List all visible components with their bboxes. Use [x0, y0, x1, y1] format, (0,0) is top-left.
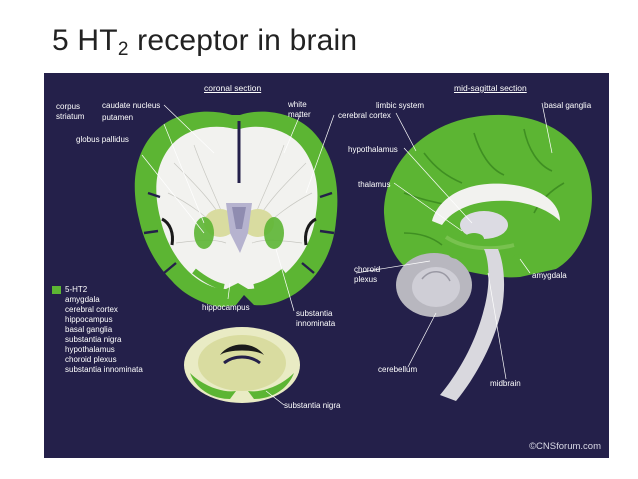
label-white-matter-1: white	[288, 100, 307, 109]
brain-diagram: coronal section mid-sagittal section cor…	[44, 73, 609, 458]
legend-key: 5-HT2	[52, 285, 143, 295]
label-substantia-innominata-2: innominata	[296, 319, 335, 328]
label-corpus: corpus	[56, 102, 80, 111]
label-limbic-system: limbic system	[376, 101, 424, 110]
coronal-section-drawing	[135, 112, 338, 307]
midbrain-section-drawing	[184, 327, 300, 403]
coronal-section-heading: coronal section	[204, 83, 261, 93]
sagittal-hypothalamus	[464, 233, 484, 245]
legend-item: hypothalamus	[65, 345, 143, 355]
label-hippocampus: hippocampus	[202, 303, 250, 312]
slide-title: 5 HT2 receptor in brain	[52, 24, 357, 61]
legend-item: substantia innominata	[65, 365, 143, 375]
label-amygdala: amygdala	[532, 271, 567, 280]
copyright-notice: ©CNSforum.com	[529, 441, 601, 452]
legend-swatch	[52, 286, 61, 294]
legend-item: amygdala	[65, 295, 143, 305]
label-hypothalamus: hypothalamus	[348, 145, 398, 154]
label-caudate-nucleus: caudate nucleus	[102, 101, 160, 110]
label-white-matter-2: matter	[288, 110, 311, 119]
legend-item: hippocampus	[65, 315, 143, 325]
label-choroid-1: choroid	[354, 265, 380, 274]
label-midbrain: midbrain	[490, 379, 521, 388]
label-choroid-2: plexus	[354, 275, 377, 284]
legend-item: cerebral cortex	[65, 305, 143, 315]
label-substantia-innominata-1: substantia	[296, 309, 332, 318]
sagittal-section-drawing	[384, 115, 592, 401]
title-main: 5 HT	[52, 24, 118, 57]
title-rest: receptor in brain	[129, 24, 358, 57]
label-cerebellum: cerebellum	[378, 365, 417, 374]
title-subscript: 2	[118, 39, 129, 60]
label-cerebral-cortex: cerebral cortex	[338, 111, 391, 120]
label-putamen: putamen	[102, 113, 133, 122]
legend-key-label: 5-HT2	[65, 285, 87, 295]
label-thalamus: thalamus	[358, 180, 390, 189]
legend-item: choroid plexus	[65, 355, 143, 365]
legend-item: substantia nigra	[65, 335, 143, 345]
label-basal-ganglia: basal ganglia	[544, 101, 591, 110]
sagittal-section-heading: mid-sagittal section	[454, 83, 527, 93]
label-substantia-nigra: substantia nigra	[284, 401, 340, 410]
label-striatum: striatum	[56, 112, 84, 121]
legend-item: basal ganglia	[65, 325, 143, 335]
label-globus-pallidus: globus pallidus	[76, 135, 129, 144]
